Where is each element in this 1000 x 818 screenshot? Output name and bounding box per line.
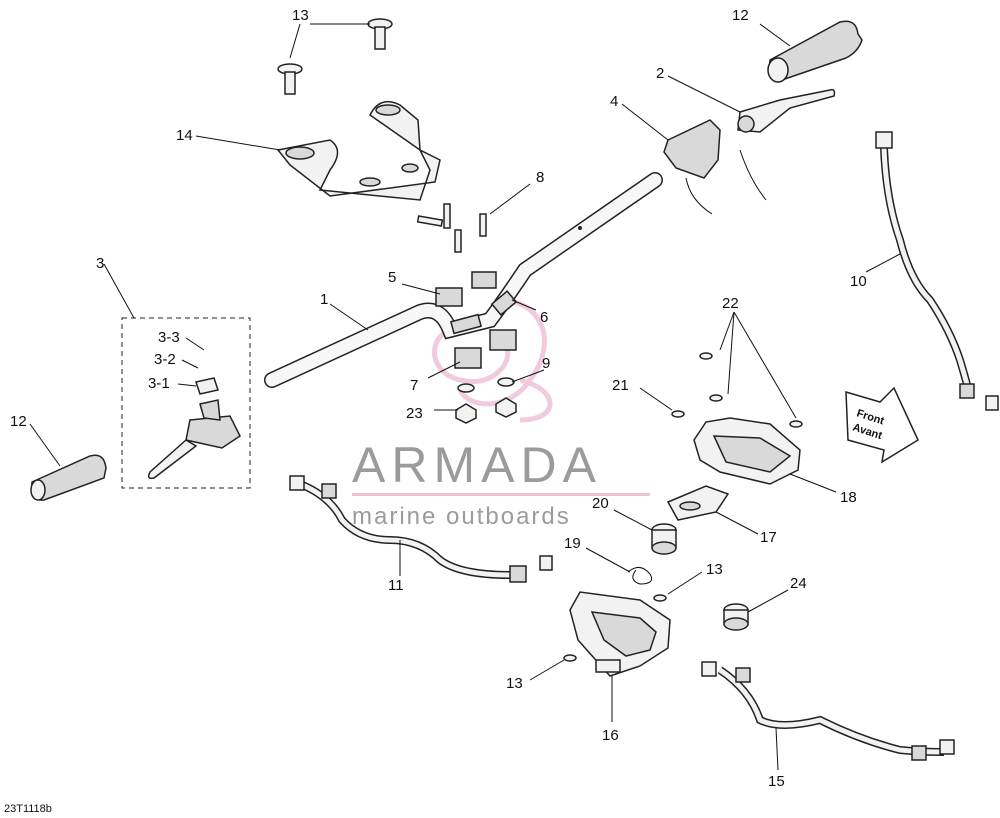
clip-17 bbox=[666, 485, 730, 521]
callout-13: 13 bbox=[706, 561, 723, 578]
front-direction-arrow: Front Avant bbox=[845, 386, 919, 464]
left-lever-assembly bbox=[121, 317, 251, 489]
watermark-underline bbox=[352, 493, 650, 496]
callout-8: 8 bbox=[536, 169, 544, 186]
callout-11: 11 bbox=[388, 577, 404, 594]
screw-pair-top bbox=[277, 18, 393, 95]
grip-right bbox=[767, 20, 863, 83]
callout-2: 2 bbox=[656, 65, 664, 82]
callout-16: 16 bbox=[602, 727, 619, 744]
harness-10 bbox=[875, 131, 999, 411]
callout-4: 4 bbox=[610, 93, 618, 110]
throttle-switch bbox=[663, 119, 767, 215]
plug-24 bbox=[723, 603, 749, 631]
handlebar bbox=[264, 172, 663, 388]
callout-3-3: 3-3 bbox=[158, 329, 180, 346]
small-screws bbox=[563, 352, 803, 662]
callout-3: 3 bbox=[96, 255, 104, 272]
callout-14: 14 bbox=[176, 127, 193, 144]
callout-9: 9 bbox=[542, 355, 550, 372]
callouts: 13 12 2 4 14 8 3 5 1 6 10 22 3-3 3-2 9 3… bbox=[10, 7, 867, 790]
leader-lines bbox=[29, 23, 901, 771]
callout-12: 12 bbox=[732, 7, 749, 24]
bolts-set bbox=[416, 203, 487, 253]
watermark-tagline: marine outboards bbox=[352, 503, 571, 530]
callout-7: 7 bbox=[410, 377, 418, 394]
callout-3-1: 3-1 bbox=[148, 375, 170, 392]
callout-21: 21 bbox=[612, 377, 629, 394]
callout-23: 23 bbox=[406, 405, 423, 422]
upper-cover bbox=[693, 417, 801, 485]
callout-20: 20 bbox=[592, 495, 609, 512]
lower-housing bbox=[569, 591, 671, 677]
callout-1: 1 bbox=[320, 291, 328, 308]
callout-13: 13 bbox=[506, 675, 523, 692]
diagram-code: 23T1118b bbox=[4, 803, 52, 815]
callout-17: 17 bbox=[760, 529, 777, 546]
callout-10: 10 bbox=[850, 273, 867, 290]
mounting-bracket bbox=[276, 100, 441, 201]
callout-13: 13 bbox=[292, 7, 309, 24]
callout-6: 6 bbox=[540, 309, 548, 326]
callout-19: 19 bbox=[564, 535, 581, 552]
callout-5: 5 bbox=[388, 269, 396, 286]
callout-3-2: 3-2 bbox=[154, 351, 176, 368]
callout-22: 22 bbox=[722, 295, 739, 312]
watermark-brand: ARMADA bbox=[352, 437, 602, 493]
brake-lever-right bbox=[737, 88, 836, 133]
bushing-20 bbox=[651, 523, 677, 555]
callout-12: 12 bbox=[10, 413, 27, 430]
harness-15 bbox=[701, 661, 955, 761]
callout-18: 18 bbox=[840, 489, 857, 506]
callout-15: 15 bbox=[768, 773, 785, 790]
handlebar-clamps bbox=[435, 271, 517, 424]
spring-19 bbox=[627, 567, 653, 585]
harness-11 bbox=[289, 475, 553, 583]
grip-left bbox=[30, 454, 107, 501]
callout-24: 24 bbox=[790, 575, 807, 592]
